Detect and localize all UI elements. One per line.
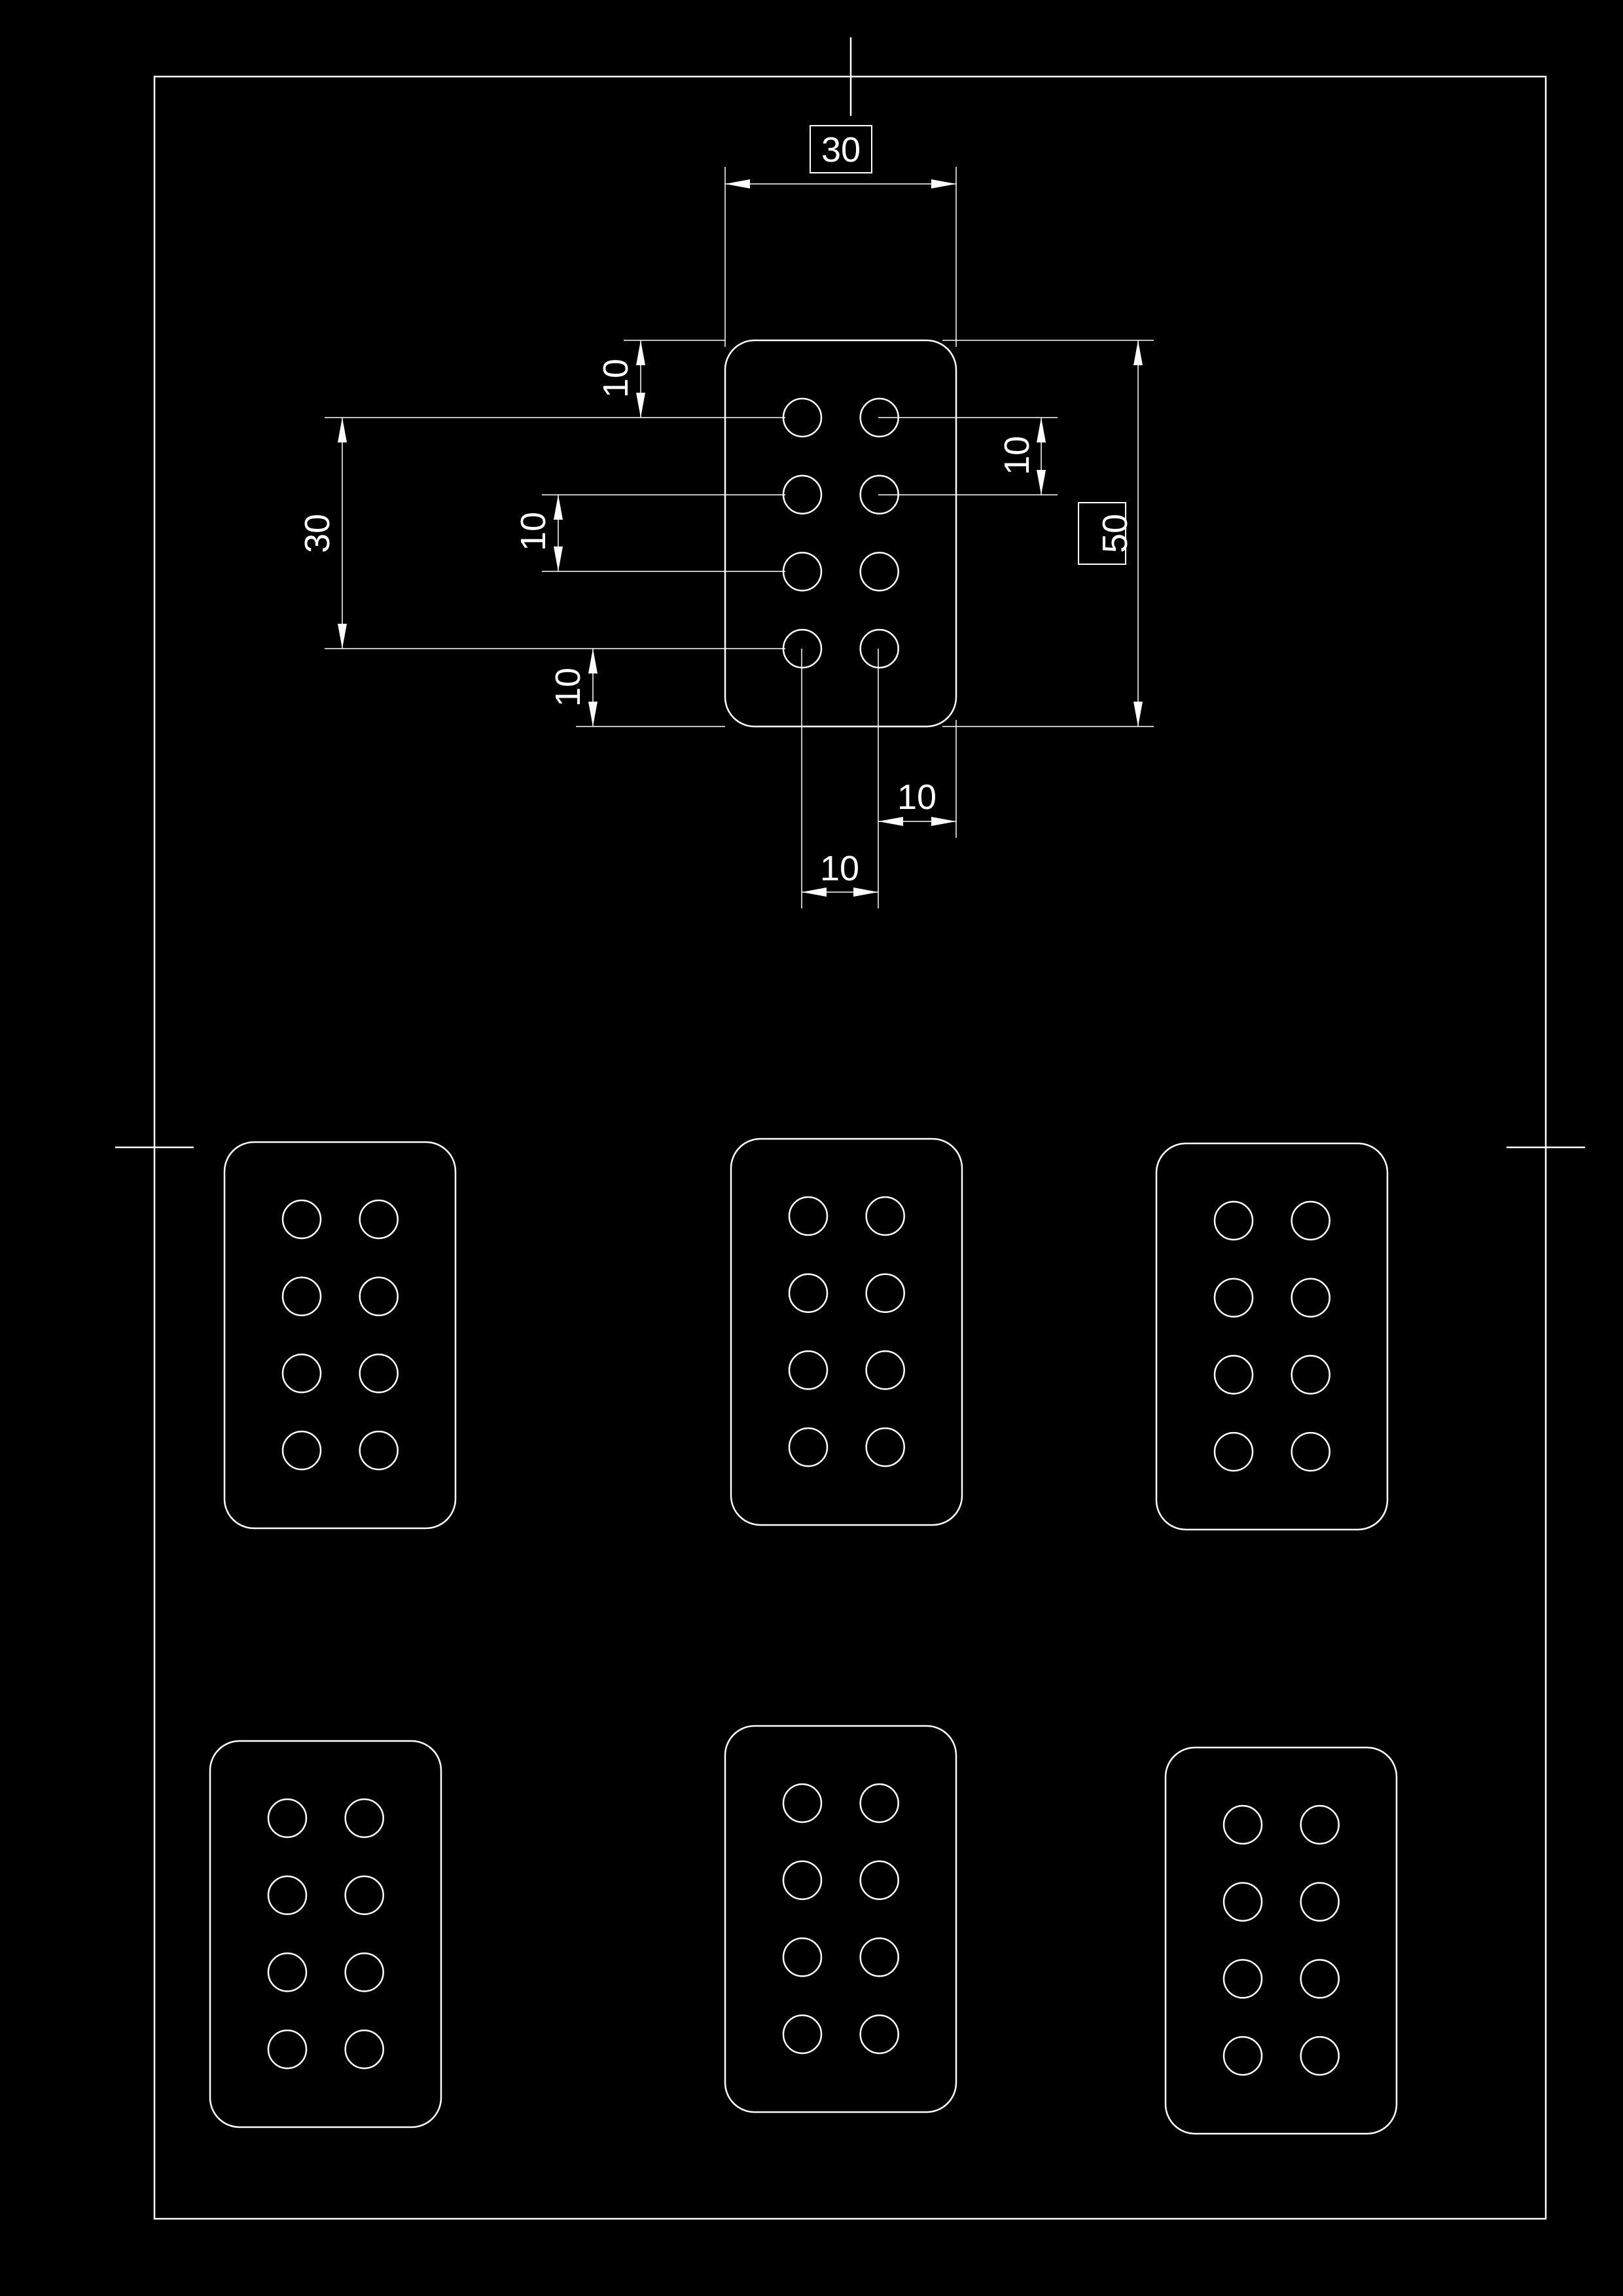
dim-text-right-edge-offset: 10 (897, 778, 936, 817)
hole-circle (344, 1952, 384, 1992)
hole-circle (1300, 2036, 1340, 2076)
hole-circle (1222, 1804, 1263, 1845)
hole-circle (267, 1875, 308, 1915)
hole-circle (344, 1798, 384, 1839)
hole-circle (359, 1276, 399, 1316)
hole-circle (1222, 2036, 1263, 2076)
hole-circle (1291, 1355, 1330, 1395)
hole-circle (865, 1273, 905, 1313)
dimensions (325, 167, 1154, 908)
hole-circle (788, 1196, 829, 1236)
hole-circle (859, 1860, 899, 1900)
hole-circle (865, 1427, 905, 1467)
hole-circle (782, 1937, 823, 1977)
dim-text-part-height: 50 (1096, 514, 1135, 553)
hole-circle (782, 2014, 823, 2054)
nested-part[interactable] (1164, 1746, 1398, 2135)
hole-grid (782, 397, 899, 669)
sheet-border (153, 75, 1547, 2220)
hole-circle (344, 1875, 384, 1915)
hole-circle (865, 1196, 905, 1236)
part-outline (223, 1141, 457, 1530)
nested-part[interactable] (730, 1138, 963, 1526)
dim-text-left-pitch: 10 (514, 512, 553, 551)
hole-circle (788, 1427, 829, 1467)
hole-circle (859, 2014, 899, 2054)
hole-circle (281, 1354, 322, 1393)
hole-circle (1291, 1278, 1330, 1318)
hole-circle (782, 552, 823, 592)
part-width-box (810, 125, 872, 173)
arrowheads (338, 179, 1143, 897)
hole-circle (1213, 1355, 1254, 1395)
nested-parts (209, 1138, 1398, 2135)
hole-circle (1222, 1959, 1263, 1999)
hole-circle (782, 397, 823, 438)
hole-circle (782, 475, 823, 514)
hole-circle (359, 1354, 399, 1393)
dim-text-right-pitch: 10 (997, 436, 1037, 475)
dim-text-bottom-offset: 10 (548, 668, 588, 707)
hole-circle (359, 1199, 399, 1240)
dim-text-part-width: 30 (821, 130, 861, 170)
hole-circle (788, 1273, 829, 1313)
reference-part[interactable] (724, 339, 957, 728)
hole-circle (782, 1860, 823, 1900)
hole-circle (281, 1199, 322, 1240)
nested-part[interactable] (223, 1141, 457, 1530)
hole-circle (281, 1430, 322, 1471)
part-outline (1164, 1746, 1398, 2135)
center-marks (115, 37, 1585, 1149)
hole-circle (267, 2029, 308, 2070)
hole-circle (281, 1276, 322, 1316)
hole-circle (344, 2029, 384, 2070)
hole-circle (1300, 1959, 1340, 1999)
part-outline (724, 1725, 957, 2113)
hole-circle (782, 1783, 823, 1823)
dim-text-column-spacing: 10 (820, 849, 859, 888)
hole-circle (1213, 1431, 1254, 1472)
hole-circle (788, 1350, 829, 1390)
part-outline (724, 339, 957, 728)
nested-part[interactable] (724, 1725, 957, 2113)
hole-circle (782, 628, 823, 669)
part-outline (730, 1138, 963, 1526)
hole-circle (1291, 1431, 1330, 1472)
hole-circle (1291, 1200, 1330, 1241)
hole-circle (859, 628, 899, 669)
dim-text-top-offset: 10 (596, 359, 635, 398)
dim-text-hole-span: 30 (298, 514, 337, 553)
hole-circle (865, 1350, 905, 1390)
part-outline (209, 1740, 442, 2128)
hole-circle (267, 1952, 308, 1992)
nested-part[interactable] (1155, 1142, 1389, 1531)
hole-circle (1213, 1200, 1254, 1241)
hole-circle (267, 1798, 308, 1839)
nested-part[interactable] (209, 1740, 442, 2128)
hole-circle (1300, 1804, 1340, 1845)
hole-circle (1213, 1278, 1254, 1318)
hole-circle (1222, 1882, 1263, 1922)
hole-circle (859, 1783, 899, 1823)
hole-circle (1300, 1882, 1340, 1922)
part-height-box (1078, 502, 1126, 565)
hole-circle (859, 1937, 899, 1977)
hole-circle (859, 552, 899, 592)
part-outline (1155, 1142, 1389, 1531)
hole-circle (359, 1430, 399, 1471)
